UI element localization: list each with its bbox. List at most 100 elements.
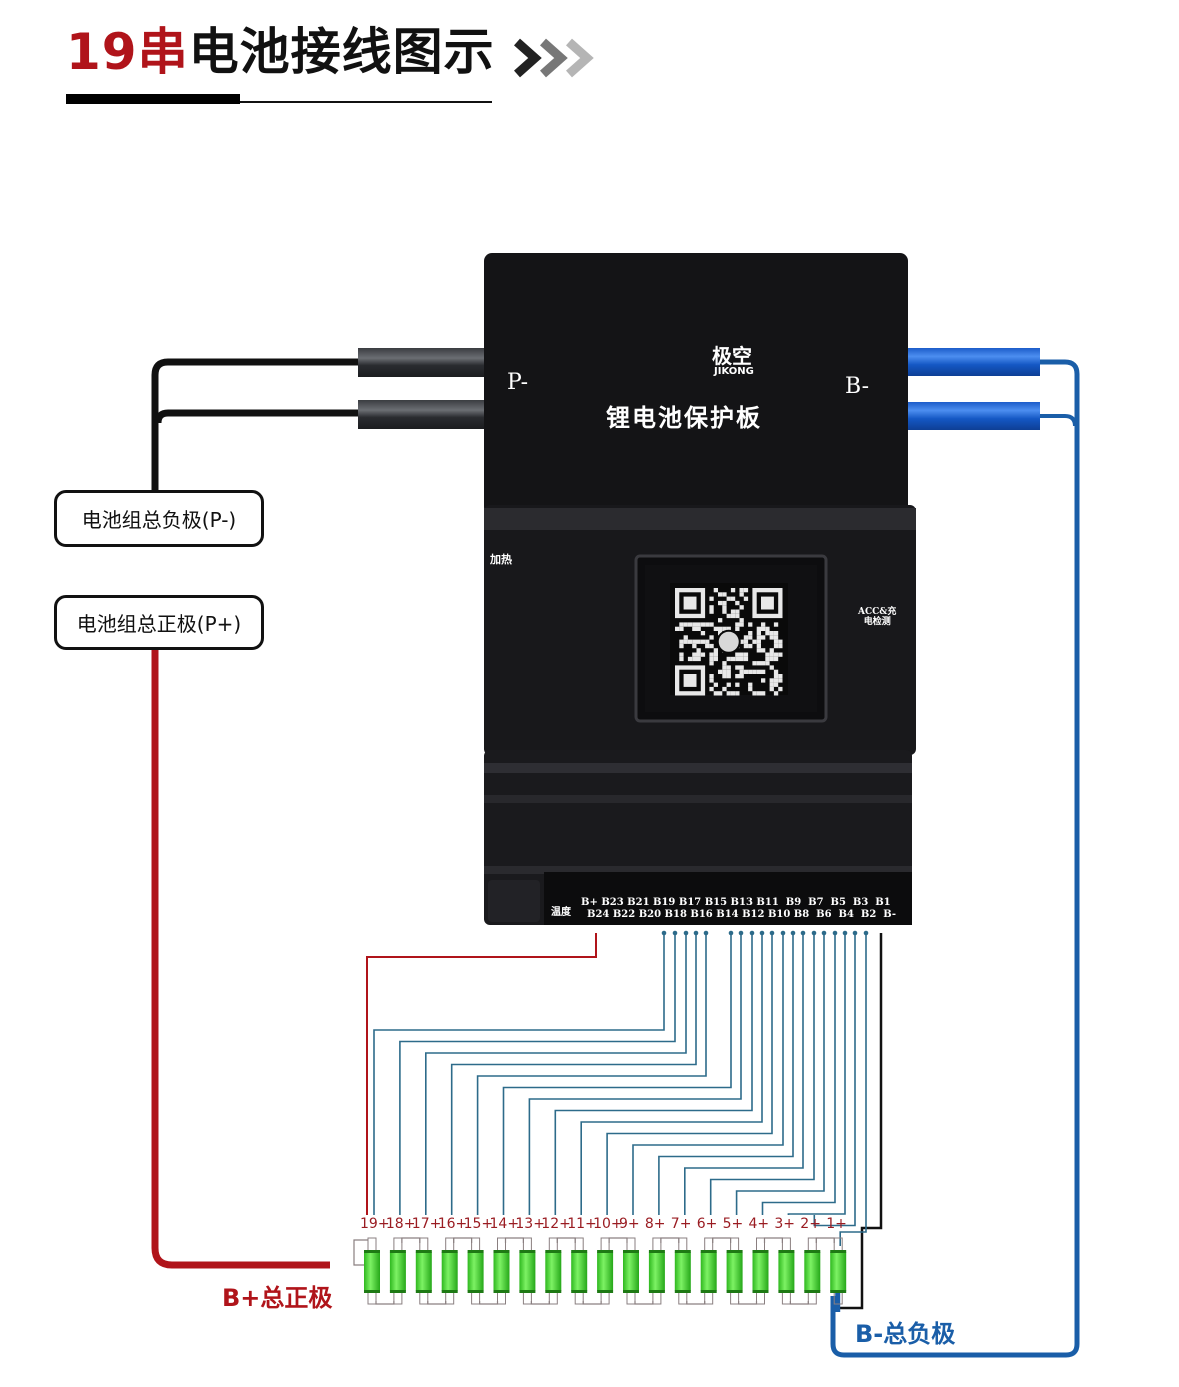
battery-cell [804,1250,821,1293]
balance-wire [554,930,755,1215]
cell-link [789,1301,809,1305]
balance-wire [813,930,858,1227]
balance-wire [528,930,744,1215]
cell-link [686,1301,706,1305]
balance-wire [787,930,848,1215]
title-series-count: 19串 [66,23,189,81]
title-underline-thick [66,94,240,104]
page-title: 19串电池接线图示 [66,22,495,82]
cell-link [453,1237,473,1243]
cell-link [375,1301,395,1305]
cell-label: 8+ [644,1216,666,1232]
battery-cell [830,1250,847,1293]
cell-label: 9+ [619,1216,640,1232]
battery-cell [441,1250,458,1293]
cell-link [608,1237,628,1243]
cell-label: 1+ [826,1216,847,1232]
cell-label: 18+ [385,1216,416,1232]
battery-negative-label: B-总负极 [855,1320,956,1348]
cell-link [738,1301,758,1305]
qr-code [670,583,788,696]
battery-cell [467,1250,484,1293]
battery-cell [389,1250,406,1293]
balance-wire [502,930,734,1215]
cell-interconnects [353,1237,843,1305]
battery-cell [364,1250,380,1293]
pack-positive-label: 电池组总正极(P+) [54,595,264,650]
balance-wire [632,930,786,1215]
battery-cell [519,1250,536,1293]
brand-name-cn: 极空 [712,344,752,368]
balance-wire [425,930,689,1215]
pin-labels-bottom: B24 B22 B20 B18 B16 B14 B12 B10 B8 B6 B4… [587,909,897,920]
cell-link [504,1237,524,1243]
balance-wire [735,930,827,1215]
cell-label: 6+ [696,1216,718,1232]
battery-cell [597,1250,614,1293]
title-text: 电池接线图示 [188,23,495,81]
battery-cell [545,1250,562,1293]
cloud-logo-icon [716,629,741,654]
cell-label: 4+ [748,1216,770,1232]
balance-wire [684,930,806,1215]
balance-wire [658,930,796,1215]
battery-cell [726,1250,743,1293]
balance-wires [373,930,869,1312]
battery-cell [571,1250,588,1293]
cell-link [763,1237,783,1243]
balance-wire [476,930,709,1215]
heating-port-label: 加热 [490,553,512,566]
balance-wire [839,930,869,1246]
cell-label: 14+ [489,1216,520,1232]
battery-cell [493,1250,510,1293]
cell-label: 13+ [515,1216,545,1232]
battery-negative-wire [830,359,1080,1358]
pack-negative-wire [151,358,358,490]
cell-label: 15+ [463,1216,494,1232]
cell-link [660,1237,680,1243]
b-minus-cable-1 [908,348,1040,376]
b-minus-cable-2 [908,402,1040,430]
battery-cell [648,1250,665,1293]
cell-label: 11+ [567,1216,597,1232]
cell-link [556,1237,576,1243]
p-minus-cable-1 [358,348,486,377]
cell-link [815,1237,835,1243]
temperature-port-label: 温度 [551,907,571,918]
cell-label: 7+ [670,1216,692,1232]
port-label-p-minus: P- [507,370,529,395]
cell-label: 3+ [774,1216,796,1232]
title-underline-thin [240,101,492,103]
cell-link [427,1301,447,1305]
cell-link [712,1237,732,1243]
cell-link [634,1301,654,1305]
balance-wire [399,930,678,1215]
brand-name-en: JIKONG [714,366,754,377]
cell-label: 5+ [722,1216,744,1232]
p-minus-cable-2 [358,400,486,429]
cell-label: 12+ [541,1216,571,1232]
balance-wire [580,930,765,1215]
battery-cell [415,1250,432,1293]
acc-detect-label: ACC&充 电检测 [858,607,897,627]
cell-link [530,1301,550,1305]
battery-positive-label: B+总正极 [222,1284,333,1312]
pin-labels-top: B+ B23 B21 B19 B17 B15 B13 B11 B9 B7 B5 … [581,897,891,908]
battery-cell [700,1250,717,1293]
balance-wire [761,930,838,1215]
pack-positive-wire [151,648,330,1269]
balance-wire [606,930,775,1215]
balance-wire [709,930,817,1215]
cell-label: 16+ [437,1216,468,1232]
battery-cells [364,1250,847,1293]
balance-wire [373,930,667,1215]
port-label-b-minus: B- [845,374,870,399]
pack-negative-label: 电池组总负极(P-) [54,490,264,547]
cell-link [479,1301,499,1305]
cell-label: 10+ [593,1216,623,1232]
cell-link [401,1237,421,1243]
cell-label: 17+ [411,1216,442,1232]
balance-wire [450,930,699,1215]
cell-label: 2+ [800,1216,821,1232]
